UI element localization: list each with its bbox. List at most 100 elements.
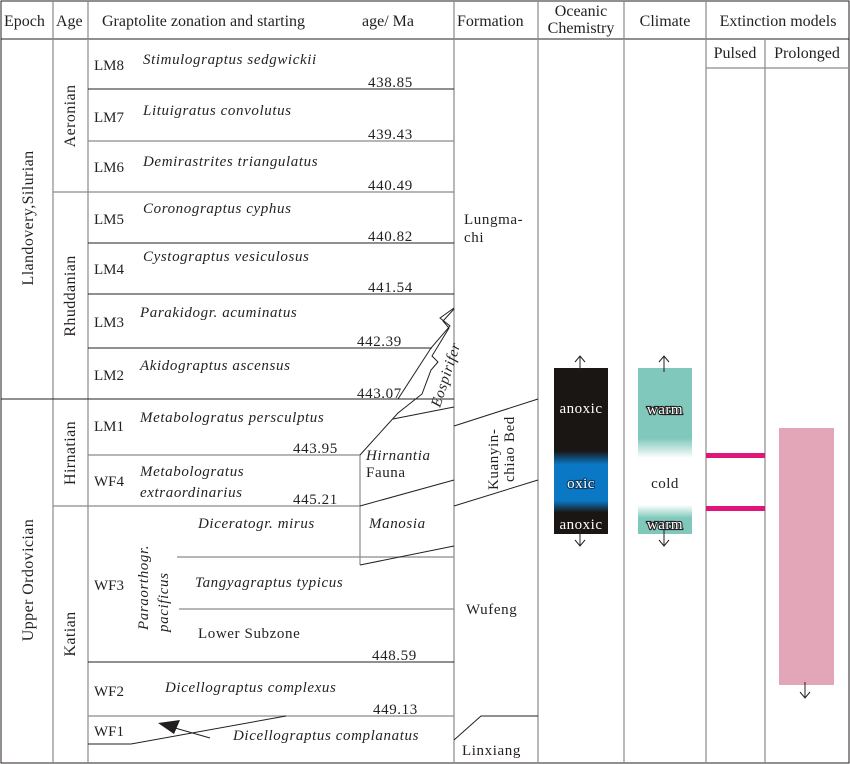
header-prolonged: Prolonged [774, 45, 840, 62]
header-formation: Formation [457, 13, 524, 30]
zone-taxon: Demirastrites triangulatus [142, 154, 318, 170]
zone-start-age: 443.95 [293, 441, 338, 457]
epoch-column: Llandovery,Silurian Upper Ordovician [20, 151, 37, 642]
zone-start-age: 441.54 [368, 280, 413, 296]
zone-row: LM7 Lituigratus convolutus 439.43 [94, 103, 413, 143]
zone-row: LM5 Coronograptus cyphus 440.82 [94, 201, 413, 245]
zone-list: LM8 Stimulograptus sedgwickii 438.85 LM7… [94, 52, 419, 744]
zone-group-taxon-line2: pacificus [156, 572, 172, 633]
pulsed-extinction-marker [706, 506, 765, 511]
zone-code: LM5 [94, 212, 124, 228]
subzone-tangyagraptus: Tangyagraptus typicus [195, 575, 343, 591]
zone-row: LM6 Demirastrites triangulatus 440.49 [94, 154, 413, 194]
zone-start-age: 445.21 [293, 492, 338, 508]
zone-taxon: Stimulograptus sedgwickii [143, 52, 317, 68]
zone-code: LM7 [94, 110, 125, 126]
zone-taxon-line2: extraordinarius [140, 485, 243, 501]
fauna-labels: Eospirifer Hirnantia Fauna Manosia [365, 341, 464, 532]
subzone-lower: Lower Subzone [198, 626, 300, 642]
zone-start-age: 443.07 [357, 386, 402, 402]
fauna-manosia: Manosia [368, 516, 426, 532]
age-katian: Katian [62, 611, 79, 656]
zone-code: WF1 [94, 724, 124, 740]
fauna-eospirifer: Eospirifer [428, 341, 464, 410]
climate-warm-upper-bar [638, 368, 692, 458]
zone-code: LM3 [94, 315, 124, 331]
zone-taxon: Dicellograptus complexus [164, 680, 336, 696]
zone-code: LM6 [94, 160, 125, 176]
formation-wufeng: Wufeng [466, 602, 517, 618]
chem-middle-label: oxic [567, 476, 595, 492]
pulsed-extinction-marker [706, 453, 765, 458]
formation-kuanyinchiao: Kuanyin- [486, 429, 502, 490]
age-hirnatian: Hirnatian [62, 421, 79, 485]
oceanic-chemistry-column: anoxic oxic anoxic [554, 355, 608, 547]
header-age-unit: age/ Ma [362, 13, 414, 30]
climate-warm-lower-bar [638, 505, 692, 534]
zone-code: LM1 [94, 419, 124, 435]
climate-middle-label: cold [651, 476, 679, 492]
arrow-up-icon [658, 355, 670, 372]
zone-row: LM8 Stimulograptus sedgwickii 438.85 [94, 52, 413, 91]
chemistry-bar [554, 368, 608, 534]
header-oceanic-line2: Chemistry [548, 20, 615, 37]
arrow-up-icon [574, 355, 586, 372]
age-aeronian: Aeronian [62, 85, 79, 148]
climate-column: warm cold warm [638, 355, 692, 547]
zone-start-age: 448.59 [372, 648, 417, 664]
age-column: Aeronian Rhuddanian Hirnatian Katian [62, 85, 79, 657]
zone-start-age: 440.49 [368, 178, 413, 194]
fauna-hirnantia: Hirnantia [365, 448, 431, 464]
zone-row: WF3 Paraorthogr. pacificus Diceratogr. m… [94, 516, 417, 664]
zone-taxon: Cystograptus vesiculosus [143, 249, 309, 265]
zone-row: LM3 Parakidogr. acuminatus 442.39 [94, 305, 402, 350]
zone-row: LM4 Cystograptus vesiculosus 441.54 [94, 249, 413, 296]
header-oceanic-line1: Oceanic [555, 3, 607, 20]
zone-taxon: Metabologratus [139, 464, 244, 480]
chem-upper-label: anoxic [560, 401, 603, 417]
header-row: Epoch Age Graptolite zonation and starti… [4, 3, 840, 62]
epoch-upper-ordovician: Upper Ordovician [20, 519, 37, 641]
zone-taxon: Parakidogr. acuminatus [139, 305, 297, 321]
arrow-down-icon [574, 530, 586, 547]
zone-taxon: Akidograptus ascensus [139, 358, 291, 374]
extinction-models [706, 428, 834, 699]
zone-row: WF4 Metabologratus extraordinarius 445.2… [94, 464, 338, 508]
header-pulsed: Pulsed [714, 45, 757, 62]
zone-row: WF1 Dicellograptus complanatus [94, 724, 419, 744]
zone-taxon: Coronograptus cyphus [143, 201, 292, 217]
formation-lungmachi-line2: chi [464, 230, 484, 246]
zone-taxon: Metabologratus persculptus [139, 410, 324, 426]
chem-lower-label: anoxic [560, 517, 603, 533]
epoch-llandovery: Llandovery,Silurian [20, 151, 37, 286]
zone-start-age: 449.13 [373, 702, 418, 718]
zone-taxon: Dicellograptus complanatus [232, 728, 419, 744]
arrow-down-icon [799, 682, 811, 699]
zone-row: WF2 Dicellograptus complexus 449.13 [94, 680, 418, 718]
header-zonation: Graptolite zonation and starting [102, 13, 305, 30]
arrow-down-icon [658, 530, 670, 547]
zone-start-age: 440.82 [368, 229, 413, 245]
zone-taxon: Lituigratus convolutus [142, 103, 292, 119]
zone-start-age: 438.85 [368, 75, 413, 91]
zone-row: LM2 Akidograptus ascensus 443.07 [94, 358, 402, 402]
formation-column: Lungma- chi Kuanyin- chiao Bed Wufeng Li… [462, 212, 523, 759]
header-extinction: Extinction models [720, 13, 837, 30]
zone-group-taxon: Paraorthogr. [136, 545, 152, 631]
zone-code: WF2 [94, 684, 124, 700]
climate-upper-label: warm [647, 402, 683, 418]
age-rhuddanian: Rhuddanian [62, 255, 79, 336]
zone-start-age: 439.43 [368, 127, 413, 143]
formation-kuanyinchiao-line2: chiao Bed [502, 416, 518, 482]
formation-lungmachi: Lungma- [464, 212, 523, 228]
zone-code: LM8 [94, 58, 124, 74]
header-epoch: Epoch [4, 13, 45, 30]
subzone-diceratogr: Diceratogr. mirus [197, 516, 315, 532]
zone-start-age: 442.39 [357, 334, 402, 350]
zone-code: LM4 [94, 262, 125, 278]
zone-code: WF3 [94, 578, 124, 594]
formation-linxiang: Linxiang [462, 743, 521, 759]
